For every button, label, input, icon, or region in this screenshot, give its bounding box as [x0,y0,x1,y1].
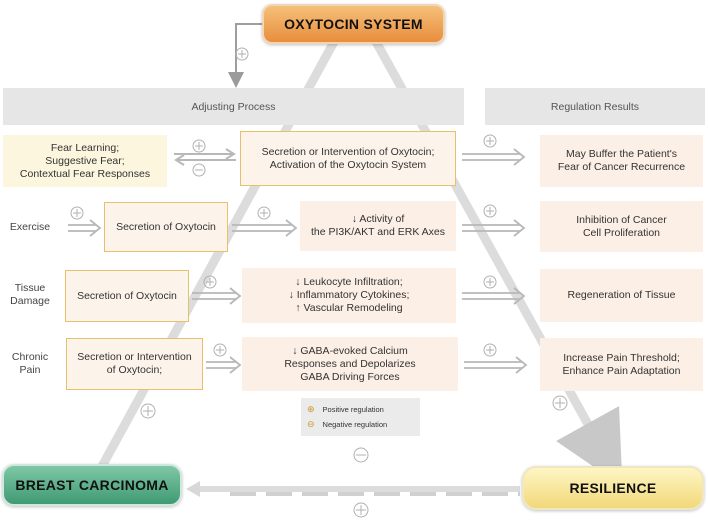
row4-middle-text: ↓ GABA-evoked Calcium Responses and Depo… [284,344,416,383]
breast-carcinoma-node: BREAST CARCINOMA [2,464,182,506]
legend-negative-label: Negative regulation [322,420,388,429]
row2-label-text: Exercise [9,220,51,233]
legend-positive: ⊕ Positive regulation [307,404,384,415]
row3-label-text: Tissue Damage [10,282,50,307]
row3-middle-text: ↓ Leukocyte Infiltration; ↓ Inflammatory… [288,276,410,314]
row1-bidirectional-arrow [174,148,236,166]
row2-result-box: Inhibition of Cancer Cell Proliferation [540,201,703,252]
row1-left-text: Fear Learning; Suggestive Fear; Contextu… [19,141,151,180]
row3-result-text: Regeneration of Tissue [567,289,676,301]
negative-regulation-icon: ⊖ [307,419,315,429]
row2-label: Exercise [2,212,58,242]
resilience-label: RESILIENCE [569,480,657,496]
resilience-node: RESILIENCE [522,466,704,510]
legend-positive-label: Positive regulation [322,405,384,414]
bottom-arrowhead [186,481,200,497]
adjusting-process-label: Adjusting Process [191,100,276,113]
positive-regulation-icon: ⊕ [307,404,315,414]
feedback-arrow [228,23,262,88]
row4-left-text: Secretion or Intervention of Oxytocin; [77,351,192,376]
row4-label-text: Chronic Pain [11,351,49,376]
row3-left-text: Secretion of Oxytocin [77,289,177,302]
row2-result-text: Inhibition of Cancer Cell Proliferation [576,213,667,239]
row1-middle-text: Secretion or Intervention of Oxytocin; A… [261,145,435,171]
row3-result-box: Regeneration of Tissue [540,269,703,322]
legend: ⊕ Positive regulation ⊖ Negative regulat… [301,398,420,436]
row3-middle-box: ↓ Leukocyte Infiltration; ↓ Inflammatory… [242,268,456,323]
row2-middle-box: ↓ Activity of the PI3K/AKT and ERK Axes [300,201,456,251]
regulation-symbols [70,47,568,518]
row4-result-box: Increase Pain Threshold; Enhance Pain Ad… [540,338,703,391]
double-arrows [68,148,528,374]
regulation-results-header: Regulation Results [485,88,705,125]
row3-label: Tissue Damage [2,280,58,310]
row3-left-box: Secretion of Oxytocin [65,270,189,322]
row1-middle-box: Secretion or Intervention of Oxytocin; A… [240,131,456,186]
row1-result-text: May Buffer the Patient's Fear of Cancer … [557,148,686,173]
row4-left-box: Secretion or Intervention of Oxytocin; [66,338,203,390]
row1-result-box: May Buffer the Patient's Fear of Cancer … [540,135,703,187]
row4-result-text: Increase Pain Threshold; Enhance Pain Ad… [562,351,681,377]
legend-negative: ⊖ Negative regulation [307,419,387,430]
adjusting-process-header: Adjusting Process [3,88,464,125]
oxytocin-system-title: OXYTOCIN SYSTEM [284,16,423,32]
row2-middle-text: ↓ Activity of the PI3K/AKT and ERK Axes [310,213,446,238]
regulation-results-label: Regulation Results [550,100,640,113]
breast-carcinoma-label: BREAST CARCINOMA [15,477,169,493]
row4-label: Chronic Pain [2,349,58,379]
row1-left-box: Fear Learning; Suggestive Fear; Contextu… [3,135,167,187]
row2-left-text: Secretion of Oxytocin [116,220,216,233]
row4-middle-box: ↓ GABA-evoked Calcium Responses and Depo… [242,337,458,391]
row2-left-box: Secretion of Oxytocin [104,202,228,252]
oxytocin-system-node: OXYTOCIN SYSTEM [262,4,445,44]
